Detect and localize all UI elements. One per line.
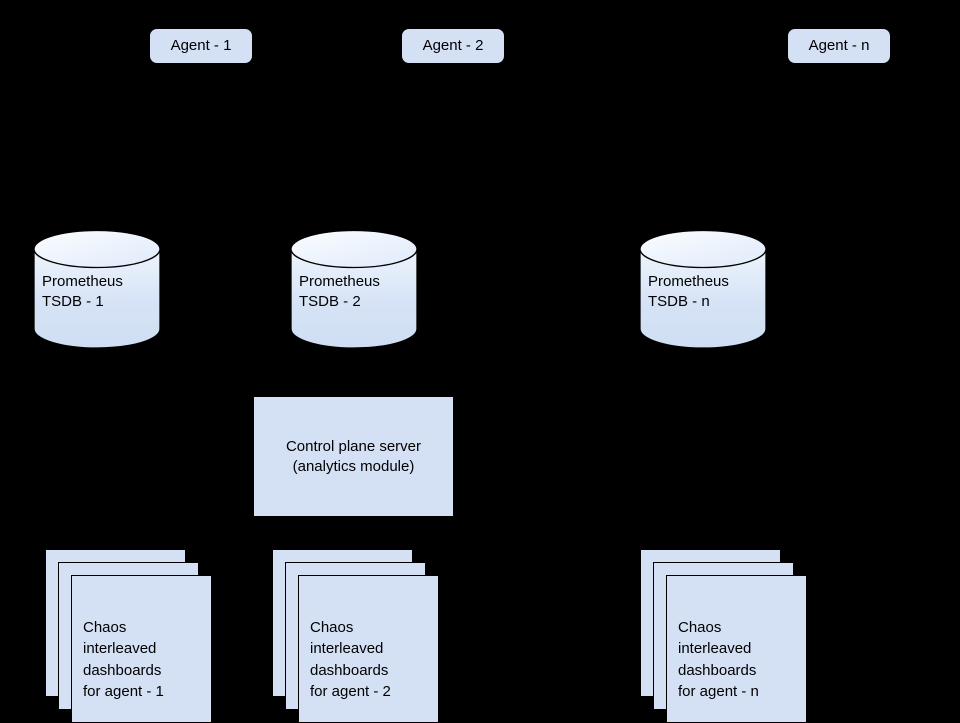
dashboard-stack-2[interactable]: Chaos interleaved dashboards for agent -… bbox=[272, 549, 439, 723]
agent-label-1: Agent - 1 bbox=[170, 36, 232, 54]
cylinder-icon bbox=[290, 230, 418, 348]
agent-label-2: Agent - 2 bbox=[422, 36, 484, 54]
dashboard-card-front[interactable] bbox=[298, 575, 439, 723]
agent-label-n: Agent - n bbox=[808, 36, 870, 54]
cylinder-icon bbox=[639, 230, 767, 348]
dashboard-label-2: Chaos interleaved dashboards for agent -… bbox=[310, 619, 391, 700]
agent-node-1[interactable]: Agent - 1 bbox=[149, 28, 253, 64]
control-plane-label: Control plane server (analytics module) bbox=[285, 438, 422, 475]
agent-node-2[interactable]: Agent - 2 bbox=[401, 28, 505, 64]
dashboard-card-front[interactable] bbox=[666, 575, 807, 723]
dashboard-label-n: Chaos interleaved dashboards for agent -… bbox=[678, 619, 759, 700]
database-label-n: Prometheus TSDB - n bbox=[648, 273, 729, 310]
control-plane-node[interactable]: Control plane server (analytics module) bbox=[253, 396, 454, 517]
database-node-2[interactable]: Prometheus TSDB - 2 bbox=[290, 230, 418, 348]
database-label-1: Prometheus TSDB - 1 bbox=[42, 273, 123, 310]
cylinder-icon bbox=[33, 230, 161, 348]
dashboard-stack-1[interactable]: Chaos interleaved dashboards for agent -… bbox=[45, 549, 212, 723]
dashboard-label-1: Chaos interleaved dashboards for agent -… bbox=[83, 619, 164, 700]
agent-node-n[interactable]: Agent - n bbox=[787, 28, 891, 64]
dashboard-stack-n[interactable]: Chaos interleaved dashboards for agent -… bbox=[640, 549, 807, 723]
database-label-2: Prometheus TSDB - 2 bbox=[299, 273, 380, 310]
database-node-n[interactable]: Prometheus TSDB - n bbox=[639, 230, 767, 348]
database-node-1[interactable]: Prometheus TSDB - 1 bbox=[33, 230, 161, 348]
